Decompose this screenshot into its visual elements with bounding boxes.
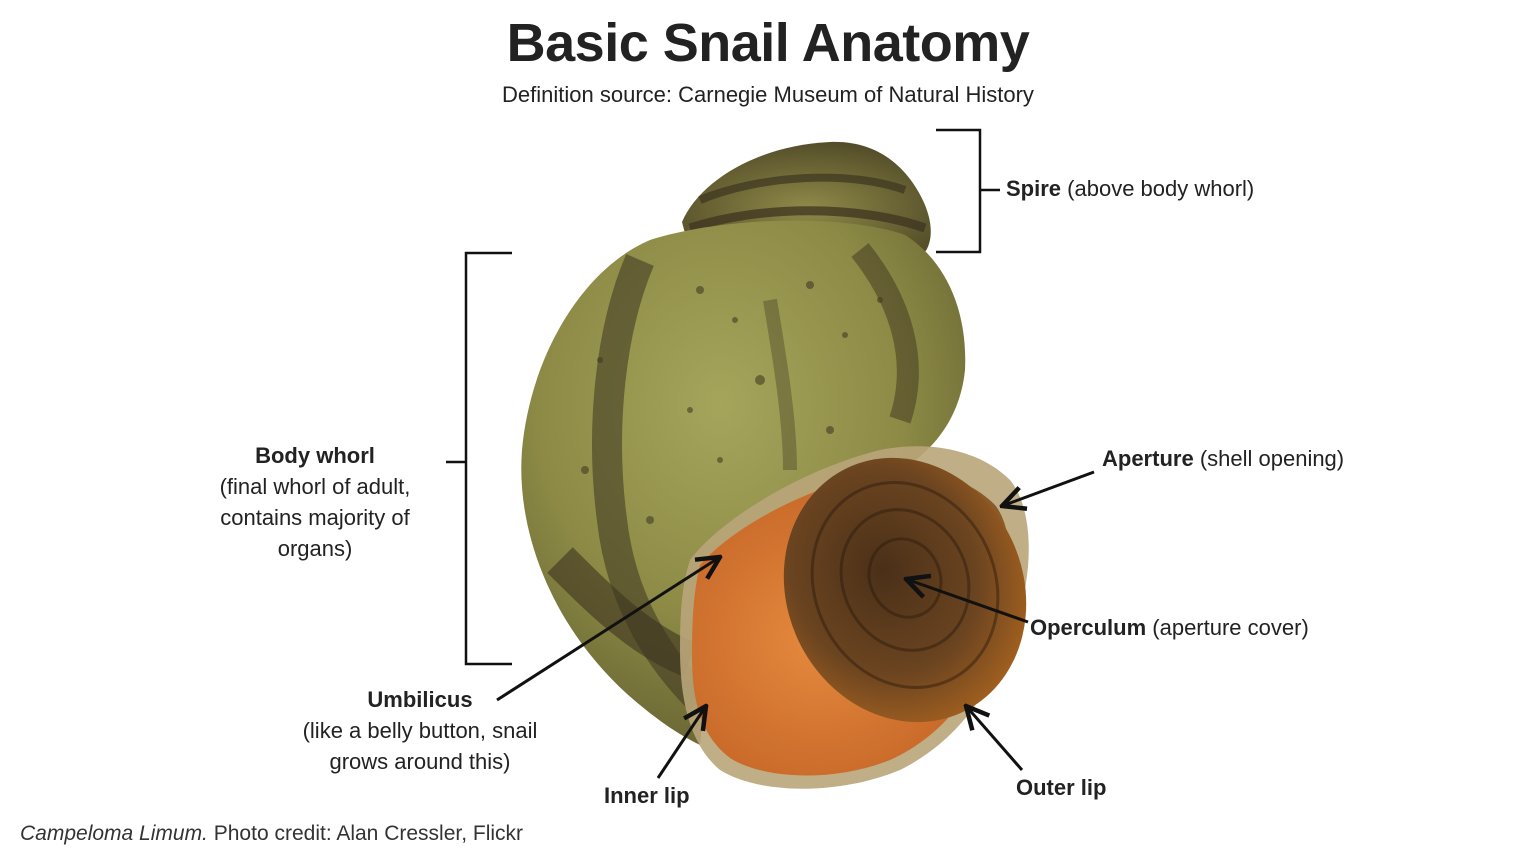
inner-lip-arrow — [656, 706, 706, 779]
operculum-desc: (aperture cover) — [1152, 615, 1309, 640]
aperture-arrow — [1002, 470, 1095, 506]
photo-caption: Campeloma Limum. Photo credit: Alan Cres… — [20, 822, 523, 846]
page-title: Basic Snail Anatomy — [506, 13, 1030, 73]
body-whorl-bracket — [446, 251, 512, 666]
outer-lip-arrow — [966, 706, 1024, 771]
umbilicus-arrow — [496, 557, 720, 702]
photo-credit: Photo credit: Alan Cressler, Flickr — [213, 822, 524, 845]
outer-lip-term: Outer lip — [1016, 775, 1107, 800]
operculum-term: Operculum — [1030, 615, 1147, 640]
operculum-label: Operculum (aperture cover) — [1030, 612, 1309, 643]
spire-label: Spire (above body whorl) — [1006, 173, 1254, 204]
spire-term: Spire — [1006, 176, 1062, 201]
page-subtitle: Definition source: Carnegie Museum of Na… — [502, 82, 1034, 107]
spire-bracket — [936, 128, 1000, 254]
umbilicus-label: Umbilicus (like a belly button, snail gr… — [280, 684, 560, 777]
body-whorl-term: Body whorl — [255, 443, 375, 468]
body-whorl-desc-line-2: contains majority of — [220, 505, 410, 530]
inner-lip-label: Inner lip — [604, 780, 690, 811]
operculum-arrow — [906, 579, 1029, 624]
aperture-term: Aperture — [1102, 446, 1194, 471]
spire-desc: (above body whorl) — [1067, 176, 1255, 201]
inner-lip-term: Inner lip — [604, 783, 690, 808]
outer-lip-label: Outer lip — [1016, 772, 1106, 803]
aperture-label: Aperture (shell opening) — [1102, 443, 1344, 474]
umbilicus-desc-line-1: (like a belly button, snail — [302, 718, 538, 743]
body-whorl-desc-line-1: (final whorl of adult, — [219, 474, 411, 499]
snail-shell — [521, 141, 1029, 789]
umbilicus-term: Umbilicus — [367, 687, 473, 712]
species-name: Campeloma Limum. — [20, 822, 208, 845]
body-whorl-label: Body whorl (final whorl of adult, contai… — [200, 440, 430, 564]
umbilicus-desc-line-2: grows around this) — [329, 749, 511, 774]
aperture-desc: (shell opening) — [1199, 446, 1345, 471]
body-whorl-desc-line-3: organs) — [277, 536, 353, 561]
